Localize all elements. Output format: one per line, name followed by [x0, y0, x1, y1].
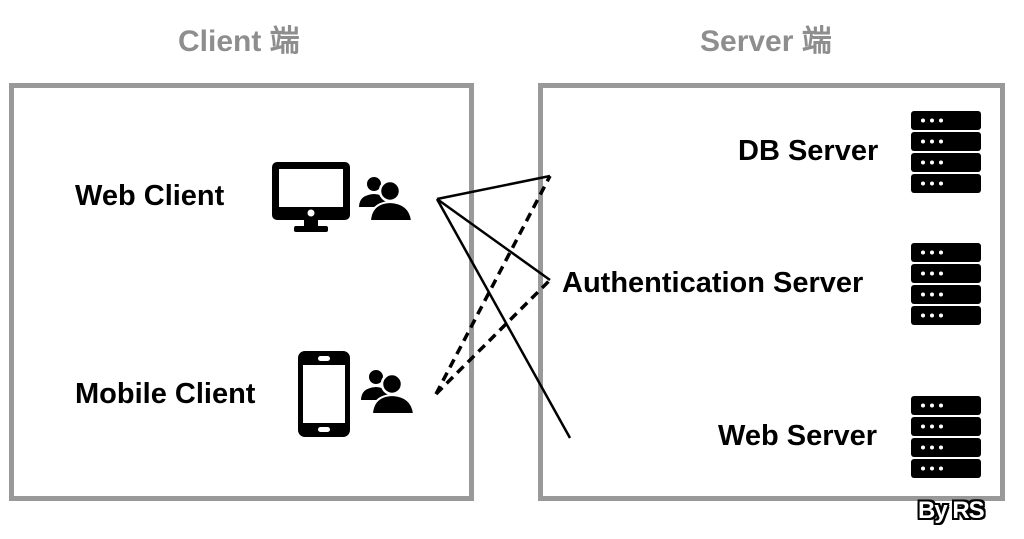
server-unit [911, 153, 981, 172]
server-rack-icon [911, 396, 981, 478]
server-unit [911, 396, 981, 415]
connection-web-client-web-server [435, 198, 572, 439]
server-led-dot [939, 403, 943, 408]
server-led-dot [930, 445, 934, 450]
web-server-label: Web Server [718, 420, 878, 452]
server-unit [911, 174, 981, 193]
client-side-title: Client 端 [178, 25, 300, 58]
author-credit: By RS [918, 497, 985, 524]
server-led-dot [921, 271, 925, 276]
server-led-dot [921, 424, 925, 429]
server-rack-icon [911, 111, 981, 193]
server-led-dot [939, 445, 943, 450]
server-led-dot [939, 271, 943, 276]
connection-mobile-client-auth-server [434, 278, 552, 396]
server-rack-icon [911, 243, 981, 325]
server-led-dot [930, 466, 934, 471]
server-led-dot [939, 424, 943, 429]
server-led-dot [921, 118, 925, 123]
server-led-dot [939, 139, 943, 144]
connection-mobile-client-db-server [434, 175, 552, 395]
server-unit [911, 264, 981, 283]
server-led-dot [921, 313, 925, 318]
server-led-dot [939, 292, 943, 297]
server-led-dot [921, 181, 925, 186]
server-led-dot [930, 424, 934, 429]
server-unit [911, 285, 981, 304]
db-server-label: DB Server [738, 135, 879, 167]
server-led-dot [930, 181, 934, 186]
server-led-dot [930, 160, 934, 165]
server-led-dot [939, 250, 943, 255]
server-led-dot [921, 250, 925, 255]
server-unit [911, 243, 981, 262]
desktop-monitor-icon [272, 162, 350, 232]
server-side-title: Server 端 [700, 25, 832, 58]
server-unit [911, 438, 981, 457]
server-led-dot [930, 139, 934, 144]
server-unit [911, 417, 981, 436]
server-led-dot [921, 292, 925, 297]
server-led-dot [921, 466, 925, 471]
server-led-dot [930, 313, 934, 318]
server-led-dot [930, 271, 934, 276]
server-unit [911, 132, 981, 151]
server-led-dot [939, 313, 943, 318]
server-led-dot [939, 118, 943, 123]
server-led-dot [921, 445, 925, 450]
client-side-box [9, 83, 474, 501]
web-client-label: Web Client [75, 180, 225, 212]
server-led-dot [939, 181, 943, 186]
server-side-box [538, 83, 1005, 501]
server-unit [911, 111, 981, 130]
server-led-dot [930, 292, 934, 297]
connection-web-client-db-server [436, 174, 551, 201]
mobile-client-label: Mobile Client [75, 378, 256, 410]
server-unit [911, 459, 981, 478]
server-led-dot [921, 160, 925, 165]
server-led-dot [921, 403, 925, 408]
smartphone-icon [298, 351, 350, 437]
server-led-dot [921, 139, 925, 144]
users-group-icon [361, 368, 416, 415]
authentication-server-label: Authentication Server [562, 267, 864, 299]
server-unit [911, 306, 981, 325]
server-led-dot [939, 160, 943, 165]
server-led-dot [930, 403, 934, 408]
server-led-dot [930, 118, 934, 123]
server-led-dot [939, 466, 943, 471]
connection-web-client-auth-server [436, 197, 551, 282]
users-group-icon [359, 175, 414, 222]
server-led-dot [930, 250, 934, 255]
